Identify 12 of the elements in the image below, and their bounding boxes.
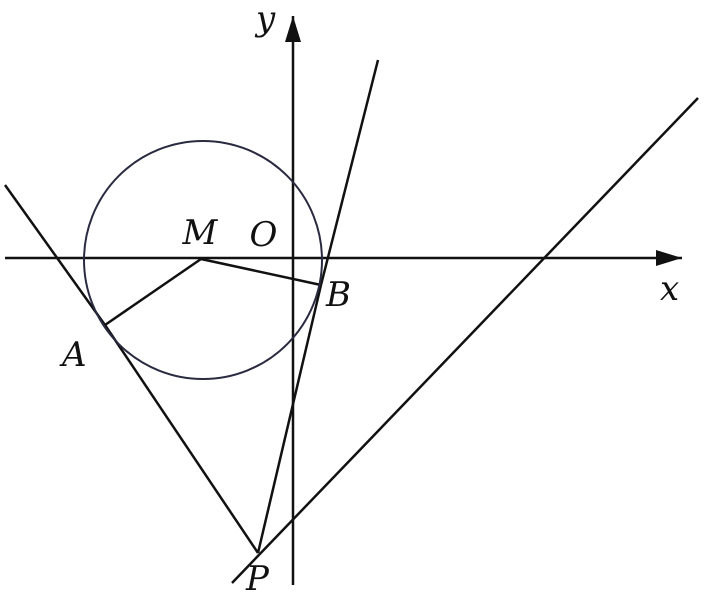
point-label: P <box>246 562 269 596</box>
axis-label: y <box>256 2 276 36</box>
point-label: O <box>250 218 278 252</box>
line-segment <box>256 284 322 554</box>
line-segment <box>104 258 202 326</box>
line-segment <box>104 324 260 554</box>
circle <box>83 140 323 380</box>
point-label: M <box>182 216 218 250</box>
axis-label: x <box>660 272 680 306</box>
line-segment <box>200 258 322 286</box>
point-label: B <box>326 278 351 312</box>
point-label: A <box>62 338 87 372</box>
